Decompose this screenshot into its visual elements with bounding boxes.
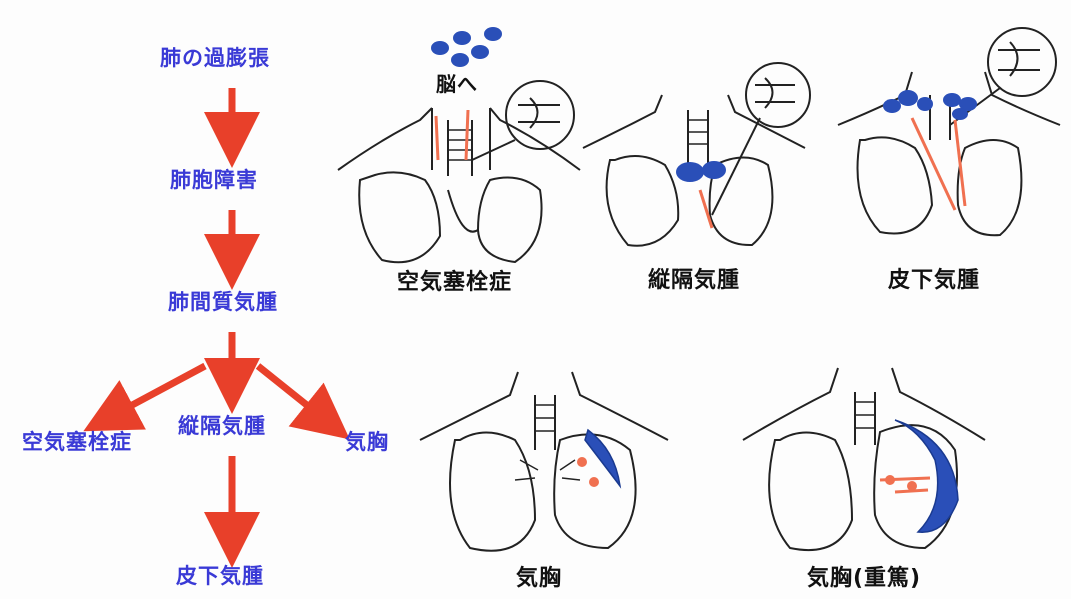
- figure-label-pneumothorax: 気胸: [516, 560, 562, 592]
- brain-label: 脳へ: [436, 68, 478, 97]
- figure-mediastinal-emphysema: [583, 63, 810, 246]
- figure-label-mediastinal-emphysema: 縦隔気腫: [648, 262, 740, 294]
- severe-pneumothorax-air: [895, 420, 958, 532]
- pneumothorax-air: [585, 430, 620, 486]
- figure-air-embolism: [338, 81, 580, 262]
- embolism-red-arrows: [436, 110, 468, 160]
- mediastinal-air: [676, 161, 726, 182]
- figure-pneumothorax: [420, 372, 668, 551]
- bubbles-to-brain: [431, 27, 502, 67]
- figure-severe-pneumothorax: [743, 368, 985, 550]
- figure-label-subcutaneous-emphysema: 皮下気腫: [888, 262, 980, 294]
- figure-label-air-embolism: 空気塞栓症: [397, 264, 512, 296]
- pneumothorax-bleed: [577, 457, 599, 487]
- figure-subcutaneous-emphysema: [838, 28, 1060, 235]
- figure-label-severe-pneumothorax: 気胸(重篤): [807, 560, 921, 592]
